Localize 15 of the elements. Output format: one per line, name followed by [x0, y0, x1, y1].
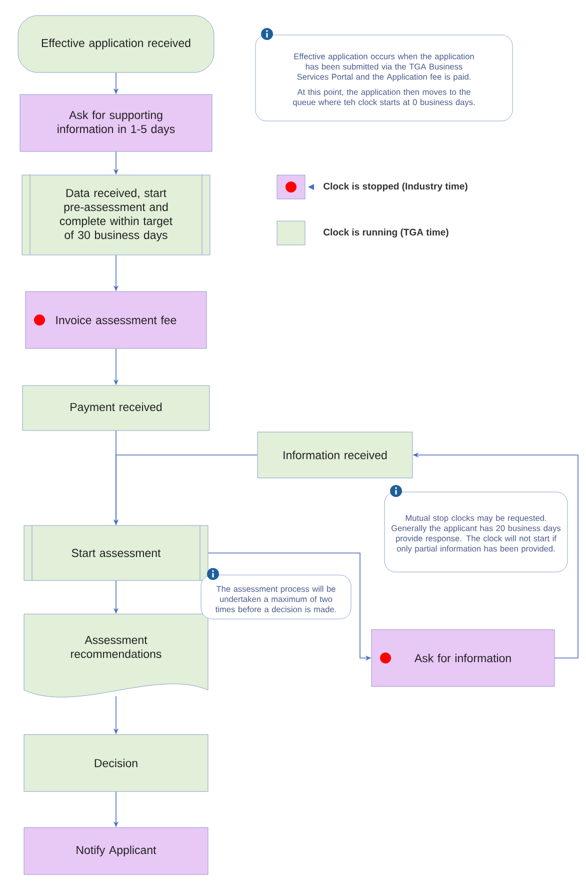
- predefined-process-box: Start assessment: [24, 525, 208, 581]
- predefined-process-box: Data received, start pre-assessment and complete within target of 30 business days: [22, 174, 210, 256]
- legend-label: Clock is stopped (Industry time): [324, 182, 468, 192]
- callout-note: Mutual stop clocks may be requested. Generally the applicant has 20 business days provide response. The clock will not start if only partial information has been provided.: [384, 485, 568, 572]
- callout-note: Effective application occurs when the application has been submitted via the TGA Business Services Portal and the Application fee is paid. At this point, the application then moves to the queue where teh clock starts at 0 business days.: [255, 28, 513, 122]
- process-box: Notify Applicant: [24, 827, 208, 875]
- process-box: Invoice assessment fee: [25, 291, 207, 349]
- process-box: Ask for supporting information in 1-5 days: [20, 94, 212, 152]
- process-box: Decision: [24, 734, 208, 792]
- process-box: Payment received: [22, 385, 210, 431]
- process-box: Information received: [257, 432, 413, 478]
- legend-label: Clock is running (TGA time): [324, 228, 448, 238]
- process-box: Ask for information: [371, 629, 555, 687]
- start-terminator: Effective application received: [18, 15, 214, 73]
- callout-note: The assessment process will be undertaken a maximum of two times before a decision is made.: [200, 568, 352, 620]
